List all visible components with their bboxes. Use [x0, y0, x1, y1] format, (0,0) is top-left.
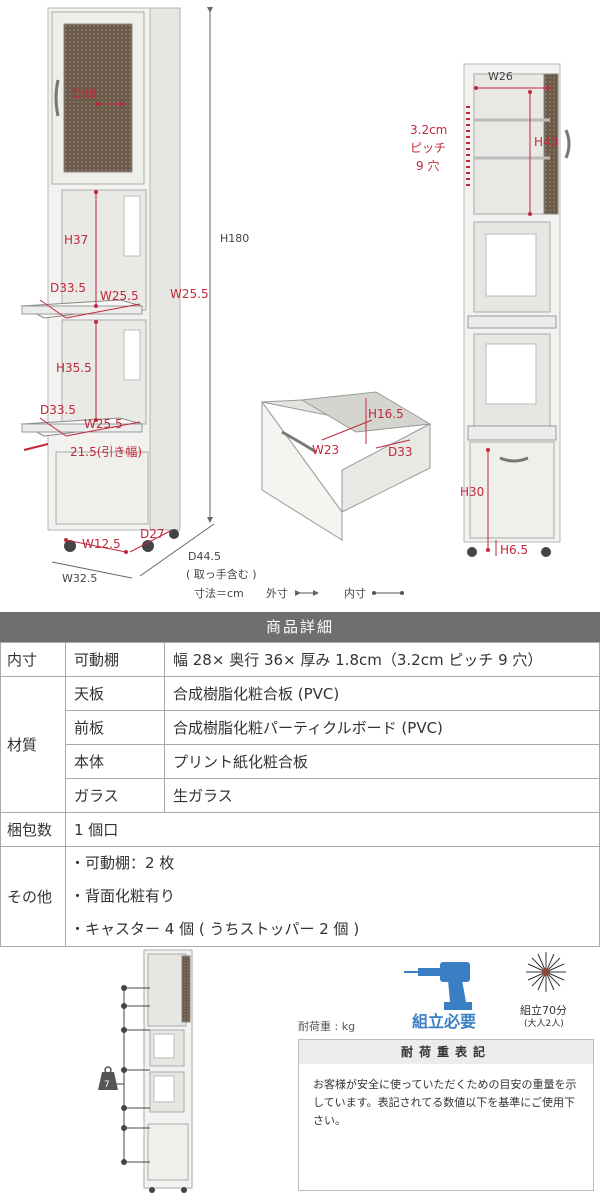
- cell-material-value: 合成樹脂化粧パーティクルボード (PVC): [164, 710, 600, 745]
- legend-outer: 外寸: [266, 586, 288, 600]
- other-item: ・キャスター 4 個 ( うちストッパー 2 個 ): [70, 920, 360, 938]
- dim-d27: D27: [140, 527, 165, 541]
- bottom-info-section: 7 組立必要 組立70分 (大人2人) 耐荷重 : kg 耐荷重表記 お客様が安…: [0, 944, 600, 1194]
- spec-table-section: 商品詳細 内寸 可動棚 幅 28× 奥行 36× 厚み 1.8cm（3.2cm …: [0, 612, 600, 947]
- spec-table: 内寸 可動棚 幅 28× 奥行 36× 厚み 1.8cm（3.2cm ピッチ 9…: [0, 642, 600, 947]
- main-cabinet-illustration: [20, 7, 181, 552]
- table-row: 前板 合成樹脂化粧パーティクルボード (PVC): [1, 710, 600, 745]
- dim-pull-width: 21.5(引き幅): [70, 444, 142, 459]
- cell-pack-value: 1 個口: [65, 812, 600, 847]
- dimension-drawing: H180 D38 H37 D33.5 W25.5 W25.5 H35.5 D33…: [20, 7, 571, 600]
- table-row: 本体 プリント紙化粧合板: [1, 744, 600, 779]
- front-dimension-lines: [466, 86, 550, 556]
- cell-material-value: プリント紙化粧合板: [164, 744, 600, 779]
- cell-material-part: 天板: [65, 676, 165, 711]
- dim-h65: H6.5: [500, 543, 528, 557]
- load-note-title: 耐荷重表記: [299, 1040, 593, 1064]
- assembly-time: 組立70分: [520, 1004, 567, 1017]
- cell-material-part: 本体: [65, 744, 165, 779]
- cell-other-values: ・可動棚：2 枚 ・背面化粧有り ・キャスター 4 個 ( うちストッパー 2 …: [65, 846, 600, 947]
- table-row: 内寸 可動棚 幅 28× 奥行 36× 厚み 1.8cm（3.2cm ピッチ 9…: [0, 642, 600, 677]
- weight-icon: [98, 1066, 118, 1090]
- cell-inner-label: 内寸: [0, 642, 66, 677]
- dim-d335-top: D33.5: [50, 281, 86, 295]
- dim-w255-top: W25.5: [100, 289, 139, 303]
- dim-w26: W26: [488, 70, 513, 83]
- assembly-required-label: 組立必要: [412, 1012, 477, 1031]
- dim-h43: H43: [534, 135, 558, 149]
- other-item: ・可動棚：2 枚: [70, 854, 175, 872]
- dim-w255-side: W25.5: [170, 287, 209, 301]
- pitch-line1: 3.2cm: [410, 123, 447, 137]
- legend-unit: 寸法＝cm: [194, 586, 244, 600]
- dim-d33: D33: [388, 445, 413, 459]
- table-row: ガラス 生ガラス: [1, 778, 600, 813]
- table-row: 梱包数 1 個口: [0, 812, 600, 847]
- dim-d445: D44.5: [188, 550, 221, 563]
- cell-material-part: ガラス: [65, 778, 165, 813]
- dim-w325: W32.5: [62, 572, 97, 585]
- cell-other-label: その他: [0, 846, 66, 947]
- dim-d335-bot: D33.5: [40, 403, 76, 417]
- dim-h165: H16.5: [368, 407, 404, 421]
- front-cabinet-illustration: [463, 63, 571, 557]
- dim-w23: W23: [312, 443, 339, 457]
- dimension-diagram: H180 D38 H37 D33.5 W25.5 W25.5 H35.5 D33…: [20, 7, 571, 600]
- pitch-line3: 9 穴: [416, 158, 439, 173]
- cell-inner-sub: 可動棚: [65, 642, 165, 677]
- table-row: 材質 天板 合成樹脂化粧合板 (PVC): [0, 676, 600, 813]
- load-capacity-caption: 耐荷重 : kg: [298, 1020, 356, 1033]
- other-item: ・背面化粧有り: [70, 887, 176, 905]
- drawer-illustration: [261, 391, 432, 542]
- load-note-body: お客様が安全に使っていただくための目安の重量を示しています。表記されてる数値以下…: [313, 1078, 577, 1127]
- dim-w125: W12.5: [82, 537, 121, 551]
- drill-icon: [404, 962, 472, 1010]
- table-title: 商品詳細: [0, 612, 600, 642]
- dim-d445-note: ( 取っ手含む ): [186, 567, 257, 581]
- dim-h355: H35.5: [56, 361, 92, 375]
- dim-h180: H180: [220, 232, 249, 245]
- load-bracket: [114, 987, 150, 1163]
- legend-inner: 内寸: [344, 586, 366, 600]
- cell-inner-value: 幅 28× 奥行 36× 厚み 1.8cm（3.2cm ピッチ 9 穴）: [164, 642, 600, 677]
- cell-material-value: 生ガラス: [164, 778, 600, 813]
- assembly-time-note: (大人2人): [524, 1019, 564, 1029]
- table-row: その他 ・可動棚：2 枚 ・背面化粧有り ・キャスター 4 個 ( うちストッパ…: [0, 846, 600, 947]
- pitch-line2: ピッチ: [410, 141, 446, 155]
- dim-w255-bot: W25.5: [84, 417, 123, 431]
- cell-pack-label: 梱包数: [0, 812, 66, 847]
- dim-h37: H37: [64, 233, 88, 247]
- cell-material-part: 前板: [65, 710, 165, 745]
- main-dimension-lines: [23, 7, 404, 596]
- cell-material-value: 合成樹脂化粧合板 (PVC): [164, 676, 600, 711]
- cell-material-label: 材質: [0, 676, 66, 813]
- dim-h30: H30: [460, 485, 484, 499]
- load-note-box: 耐荷重表記 お客様が安全に使っていただくための目安の重量を示しています。表記され…: [298, 1039, 594, 1191]
- dim-d38: D38: [72, 87, 97, 101]
- load-illustration: 7: [98, 949, 566, 1193]
- weight-number: 7: [104, 1080, 110, 1090]
- small-cabinet-illustration: [143, 949, 193, 1193]
